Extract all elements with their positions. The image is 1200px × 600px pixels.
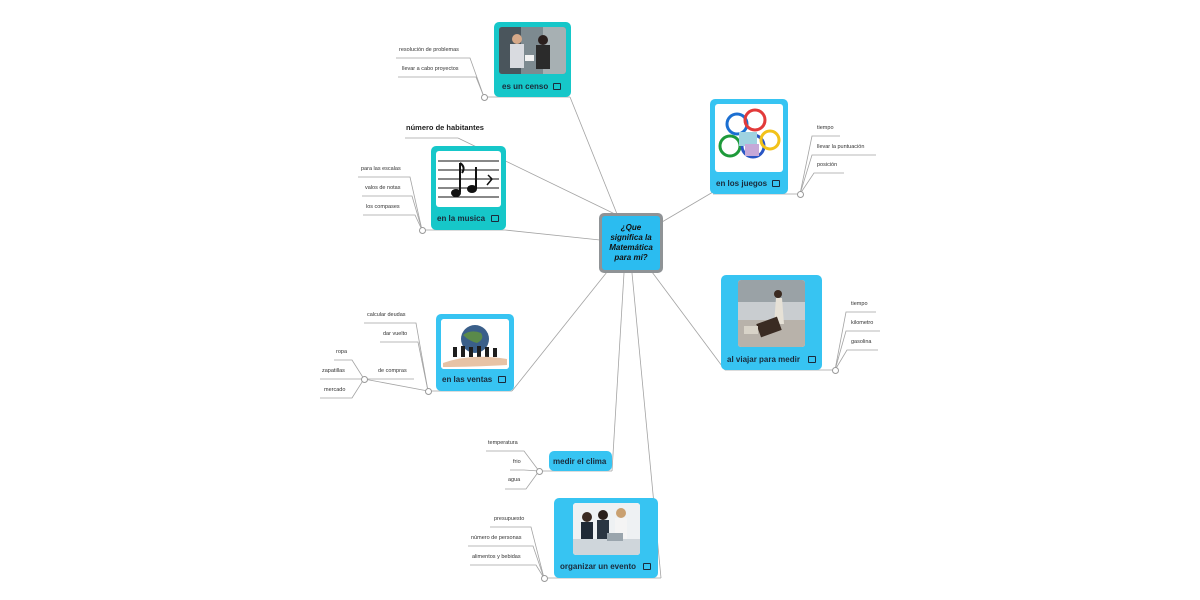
topic-musica-label: en la musica bbox=[437, 214, 486, 223]
leaf-compras-3[interactable]: mercado bbox=[324, 387, 346, 393]
note-icon[interactable] bbox=[643, 563, 651, 570]
topic-musica[interactable]: en la musica bbox=[431, 146, 506, 230]
topic-viajar-label: al viajar para medir bbox=[727, 355, 800, 364]
leaf-juegos-3[interactable]: posición bbox=[817, 162, 838, 168]
note-icon[interactable] bbox=[808, 356, 816, 363]
olympic-rings-photo bbox=[715, 104, 783, 172]
leaf-censo-1[interactable]: resolución de problemas bbox=[399, 47, 459, 53]
travel-luggage-photo bbox=[738, 280, 805, 347]
leaf-censo-2[interactable]: llevar a cabo proyectos bbox=[402, 66, 459, 72]
collapse-knob[interactable] bbox=[361, 376, 368, 383]
leaf-evento-2[interactable]: número de personas bbox=[471, 535, 522, 541]
leaf-clima-1[interactable]: temperatura bbox=[488, 440, 518, 446]
floating-topic-habitantes[interactable]: número de habitantes bbox=[406, 123, 484, 132]
collapse-knob[interactable] bbox=[419, 227, 426, 234]
business-meeting-photo bbox=[573, 503, 640, 555]
leaf-viajar-1[interactable]: tiempo bbox=[851, 301, 868, 307]
globe-hand-photo bbox=[441, 319, 509, 369]
leaf-ventas-2[interactable]: dar vuelto bbox=[383, 331, 408, 337]
collapse-knob[interactable] bbox=[481, 94, 488, 101]
note-icon[interactable] bbox=[498, 376, 506, 383]
leaf-evento-3[interactable]: alimentos y bebidas bbox=[472, 554, 521, 560]
leaf-compras-2[interactable]: zapatillas bbox=[322, 368, 345, 374]
note-icon[interactable] bbox=[553, 83, 561, 90]
leaf-ventas-1[interactable]: calcular deudas bbox=[367, 312, 406, 318]
topic-ventas[interactable]: en las ventas bbox=[436, 314, 514, 391]
leaf-juegos-1[interactable]: tiempo bbox=[817, 125, 834, 131]
collapse-knob[interactable] bbox=[536, 468, 543, 475]
collapse-knob[interactable] bbox=[797, 191, 804, 198]
central-topic-label: ¿Que significa la Matemática para mí? bbox=[602, 216, 660, 270]
leaf-juegos-2[interactable]: llevar la puntuación bbox=[817, 144, 865, 150]
topic-clima-label: medir el clima bbox=[553, 457, 607, 466]
leaf-viajar-3[interactable]: gasolina bbox=[851, 339, 872, 345]
collapse-knob[interactable] bbox=[541, 575, 548, 582]
leaf-clima-2[interactable]: frio bbox=[513, 459, 521, 465]
central-topic[interactable]: ¿Que significa la Matemática para mí? bbox=[599, 213, 663, 273]
leaf-evento-1[interactable]: presupuesto bbox=[494, 516, 525, 522]
topic-evento-label: organizar un evento bbox=[560, 562, 637, 571]
leaf-clima-3[interactable]: agua bbox=[508, 477, 521, 483]
leaf-compras-1[interactable]: ropa bbox=[336, 349, 348, 355]
leaf-ventas-3[interactable]: de compras bbox=[378, 368, 407, 374]
topic-juegos-label: en los juegos bbox=[716, 179, 768, 188]
topic-censo[interactable]: es un censo bbox=[494, 22, 571, 97]
note-icon[interactable] bbox=[772, 180, 780, 187]
topic-clima[interactable]: medir el clima bbox=[549, 451, 612, 471]
collapse-knob[interactable] bbox=[425, 388, 432, 395]
collapse-knob[interactable] bbox=[832, 367, 839, 374]
topic-juegos[interactable]: en los juegos bbox=[710, 99, 788, 194]
leaf-musica-3[interactable]: los compases bbox=[366, 204, 400, 210]
topic-evento[interactable]: organizar un evento bbox=[554, 498, 658, 578]
topic-ventas-label: en las ventas bbox=[442, 375, 493, 384]
topic-viajar[interactable]: al viajar para medir bbox=[721, 275, 822, 370]
music-notes-photo bbox=[436, 151, 501, 207]
note-icon[interactable] bbox=[491, 215, 499, 222]
leaf-musica-1[interactable]: para las escalas bbox=[361, 166, 401, 172]
leaf-musica-2[interactable]: valos de notas bbox=[365, 185, 401, 191]
census-photo bbox=[499, 27, 566, 74]
topic-censo-label: es un censo bbox=[502, 82, 549, 91]
leaf-viajar-2[interactable]: kilometro bbox=[851, 320, 874, 326]
